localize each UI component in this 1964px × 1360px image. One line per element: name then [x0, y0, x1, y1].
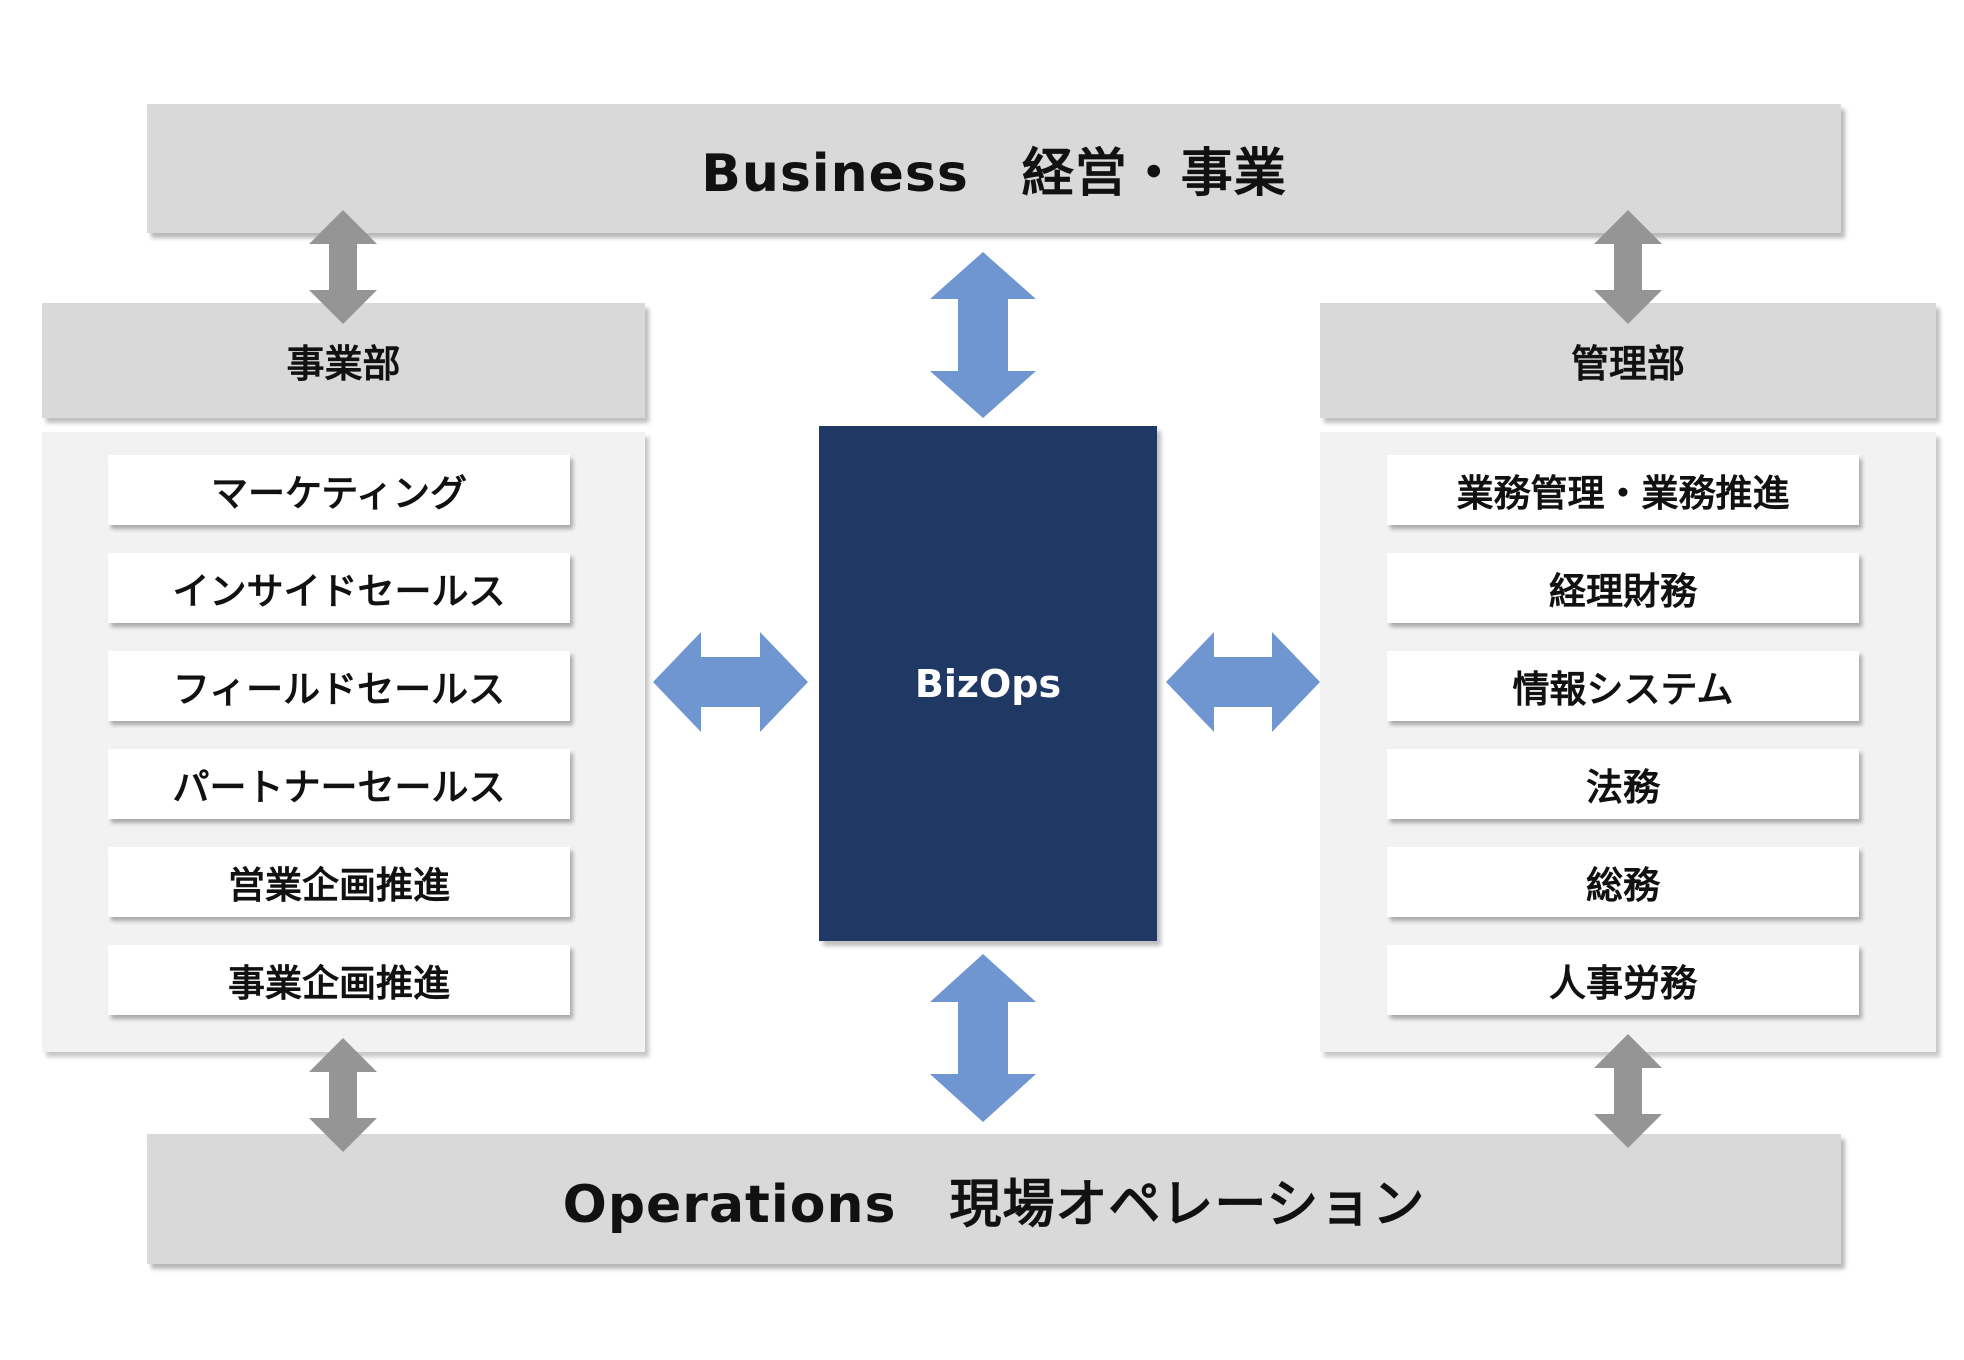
arrow-shape: [653, 632, 808, 732]
arrow-shape: [1594, 1034, 1662, 1148]
left-dept-item: インサイドセールス: [108, 553, 570, 623]
left-dept-item: マーケティング: [108, 455, 570, 525]
left-bottom-gray-double-arrow-icon: [309, 1038, 377, 1152]
left-dept-item: 事業企画推進: [108, 945, 570, 1015]
bizops-top-double-arrow-icon: [930, 252, 1036, 418]
right-dept-item: 人事労務: [1387, 945, 1859, 1015]
left-dept-item-list: マーケティング インサイドセールス フィールドセールス パートナーセールス 営業…: [108, 455, 570, 1043]
right-dept-item: 経理財務: [1387, 553, 1859, 623]
right-dept-item: 総務: [1387, 847, 1859, 917]
arrow-shape: [930, 954, 1036, 1122]
arrow-shape: [309, 1038, 377, 1152]
arrow-shape: [930, 252, 1036, 418]
right-dept-item-list: 業務管理・業務推進 経理財務 情報システム 法務 総務 人事労務: [1387, 455, 1859, 1043]
bizops-bottom-double-arrow-icon: [930, 954, 1036, 1122]
business-band: Business 経営・事業: [147, 104, 1841, 233]
bizops-right-double-arrow-icon: [1166, 632, 1320, 732]
arrow-shape: [1166, 632, 1320, 732]
bizops-label: BizOps: [914, 661, 1062, 706]
right-dept-item: 法務: [1387, 749, 1859, 819]
arrow-shape: [309, 210, 377, 324]
right-dept-item: 業務管理・業務推進: [1387, 455, 1859, 525]
business-band-label: Business 経営・事業: [701, 144, 1287, 204]
arrow-shape: [1594, 210, 1662, 324]
right-dept-item: 情報システム: [1387, 651, 1859, 721]
left-dept-title: 事業部: [286, 342, 401, 386]
operations-band-label: Operations 現場オペレーション: [562, 1174, 1426, 1235]
left-dept-item: フィールドセールス: [108, 651, 570, 721]
right-top-gray-double-arrow-icon: [1594, 210, 1662, 324]
bizops-left-double-arrow-icon: [653, 632, 808, 732]
bizops-box: BizOps: [819, 426, 1157, 941]
left-top-gray-double-arrow-icon: [309, 210, 377, 324]
left-dept-item: 営業企画推進: [108, 847, 570, 917]
right-bottom-gray-double-arrow-icon: [1594, 1034, 1662, 1148]
left-dept-item: パートナーセールス: [108, 749, 570, 819]
operations-band: Operations 現場オペレーション: [147, 1134, 1841, 1264]
right-dept-title: 管理部: [1570, 342, 1685, 386]
